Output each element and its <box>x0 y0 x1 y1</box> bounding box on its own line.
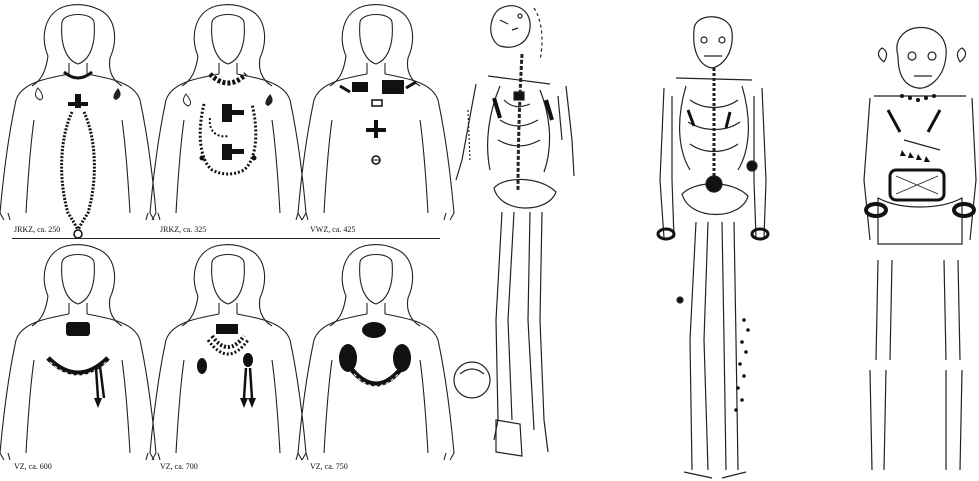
figure-vz-700 <box>150 245 306 460</box>
figure-vz-600 <box>0 245 156 460</box>
burial-drawing-3 <box>864 27 976 470</box>
figure-vz-750 <box>298 245 454 460</box>
figure-vwz-425 <box>298 5 454 220</box>
burial-drawing-2 <box>658 17 768 478</box>
figure-jrkz-250 <box>0 5 156 238</box>
figure-jrkz-325 <box>150 5 306 220</box>
burial-drawing-1 <box>454 6 574 456</box>
